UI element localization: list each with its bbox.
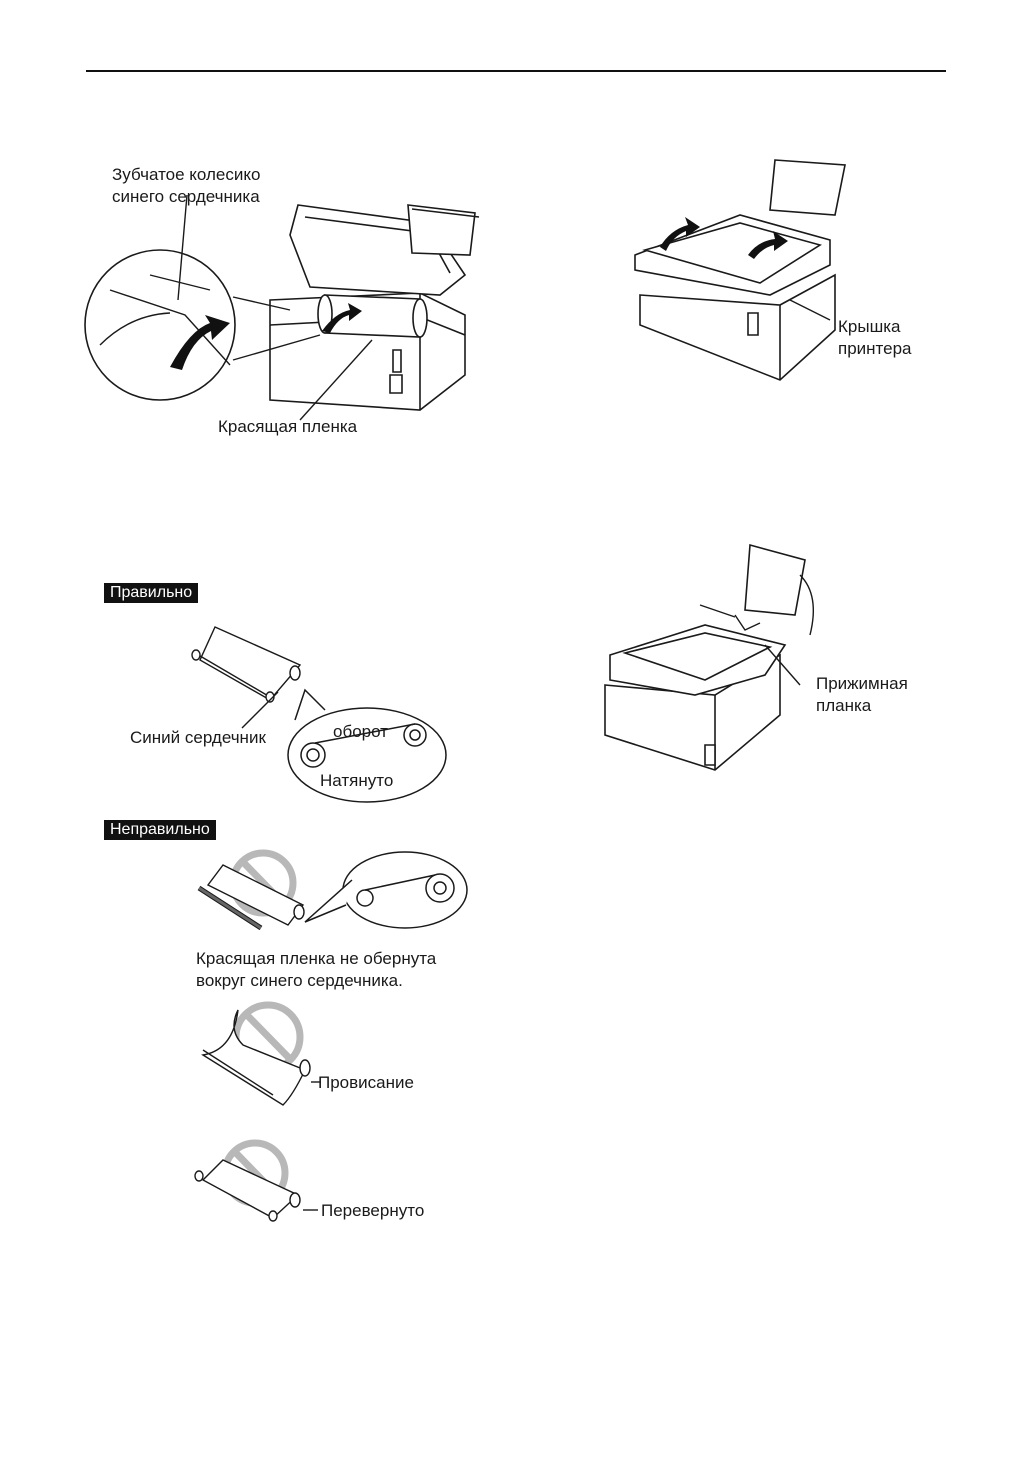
ribbon-reversed — [193, 1140, 323, 1225]
bar-label-line1: Прижимная — [816, 674, 908, 693]
cover-label-line1: Крышка — [838, 317, 901, 336]
incorrect-badge: Неправильно — [104, 820, 216, 840]
taut-label: Натянуто — [320, 771, 394, 790]
slack-label: Провисание — [318, 1073, 414, 1092]
turn-label: оборот — [333, 722, 388, 741]
bar-label-line2: планка — [816, 696, 872, 715]
reversed-label: Перевернуто — [321, 1201, 425, 1220]
ribbon-label: Красящая пленка — [218, 417, 358, 436]
fax-open-ribbon-illustration — [90, 195, 490, 420]
ribbon-slack — [193, 1000, 323, 1110]
core-callout-line — [240, 690, 280, 730]
correct-badge: Правильно — [104, 583, 199, 603]
gear-label-line1: Зубчатое колесико — [112, 165, 261, 184]
correct-detail-bubble — [285, 690, 450, 805]
ribbon-not-wrapped — [193, 850, 313, 935]
blue-core-label: Синий сердечник — [130, 728, 266, 747]
not-wrapped-bubble — [300, 850, 470, 935]
header-rule — [86, 70, 946, 72]
not-wrapped-line2: вокруг синего сердечника. — [196, 971, 403, 990]
cover-label-line2: принтера — [838, 339, 912, 358]
ribbon-roll-correct — [190, 625, 315, 705]
gear-label-line2: синего сердечника — [112, 187, 260, 206]
fax-press-bar-illustration — [595, 545, 825, 775]
not-wrapped-line1: Красящая пленка не обернута — [196, 949, 437, 968]
fax-close-cover-illustration — [630, 155, 845, 385]
